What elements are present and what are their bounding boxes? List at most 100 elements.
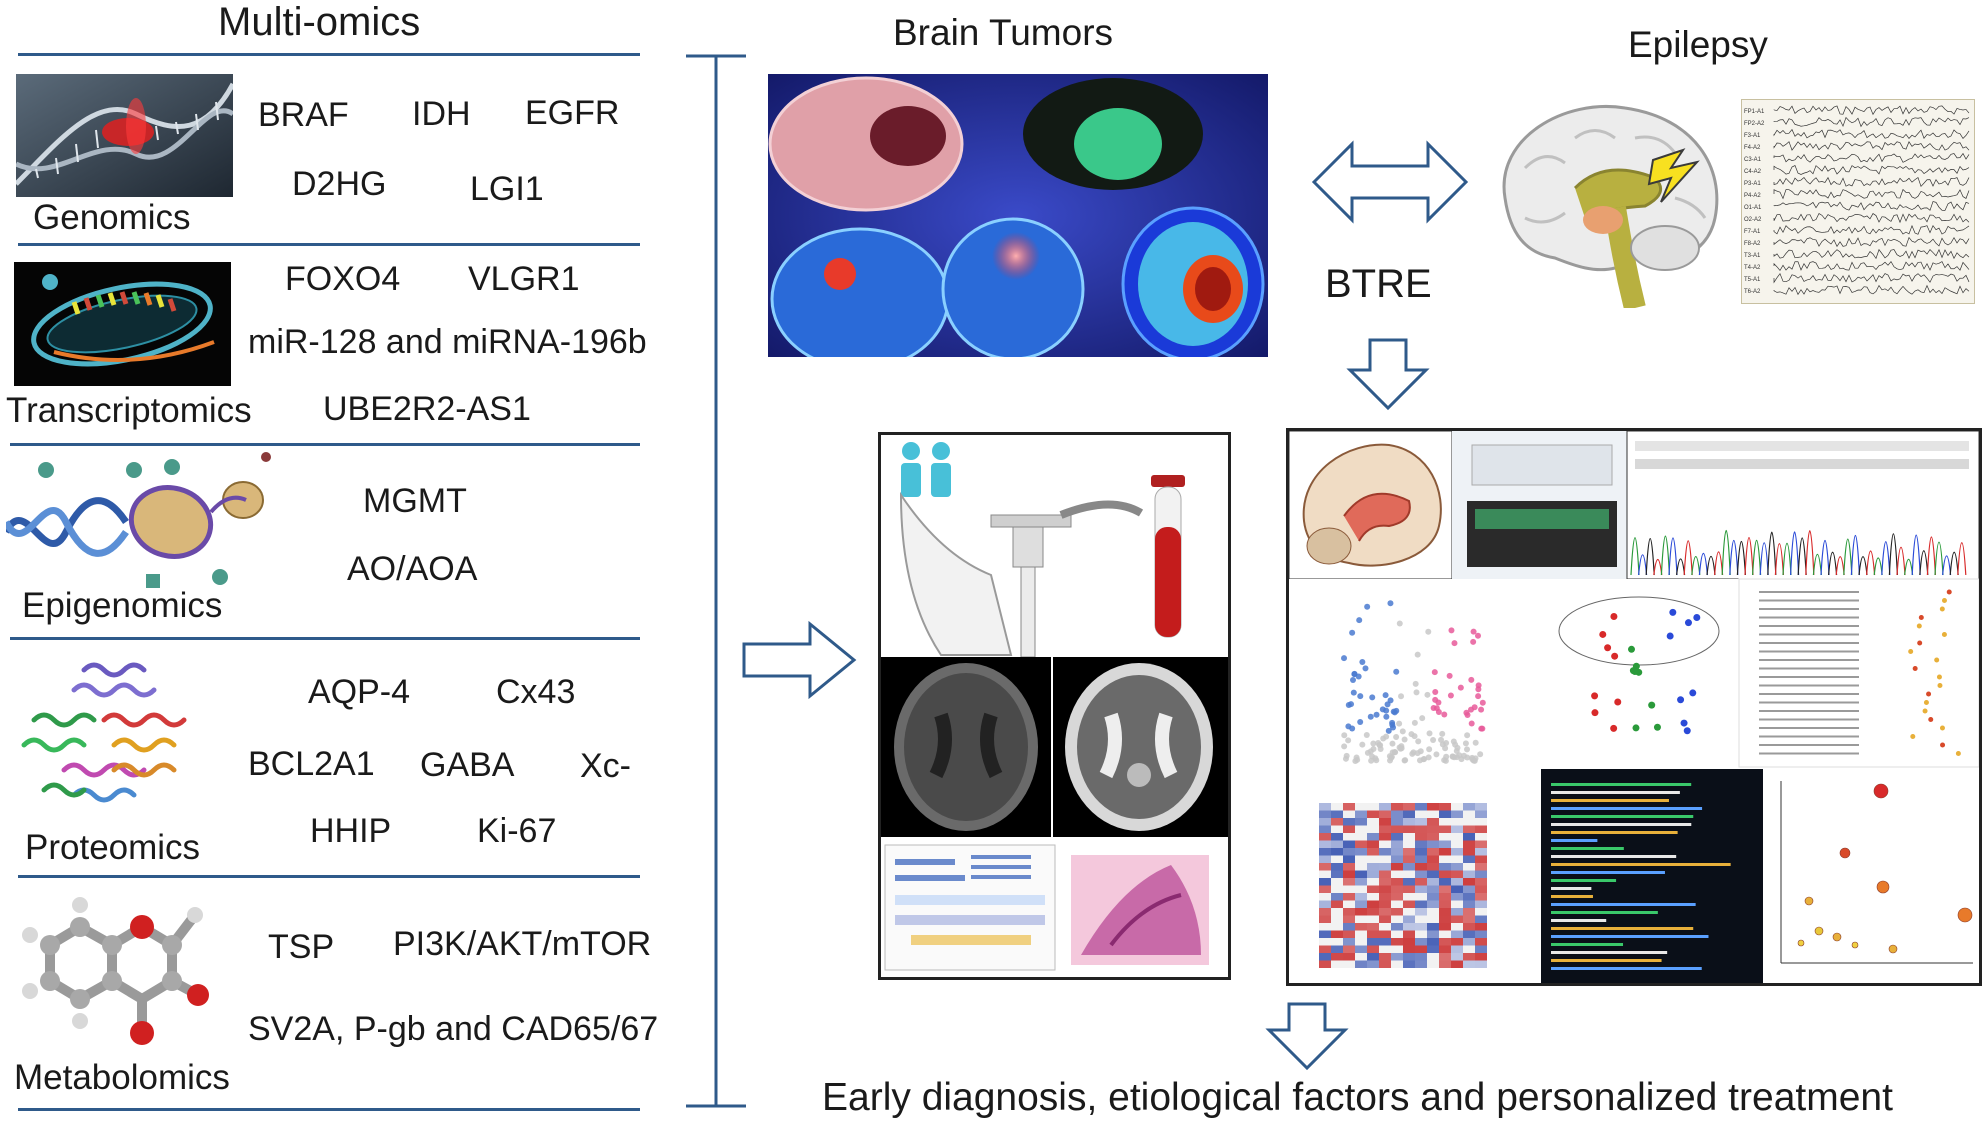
brain-tumors-title: Brain Tumors [893,12,1114,53]
heatmap-cell [1367,848,1379,856]
heatmap-cell [1391,855,1403,863]
heatmap-cell [1403,938,1415,946]
pathway-label [1759,608,1859,610]
heatmap-cell [1355,945,1367,953]
eeg-channel-label: F7-A1 [1744,229,1761,235]
code-line [1551,943,1624,946]
sanger-peak [1782,542,1792,576]
code-line [1551,935,1709,938]
heatmap-cell [1451,908,1463,916]
heatmap-cell [1355,878,1367,886]
heatmap-cell [1331,908,1343,916]
heatmap-cell [1475,930,1487,938]
volcano-point [1383,733,1390,740]
heatmap-cell [1343,840,1355,848]
heatmap-cell [1403,960,1415,968]
pathway-label [1759,650,1859,653]
volcano-point [1433,751,1440,758]
heatmap-cell [1355,863,1367,871]
heatmap-cell [1343,915,1355,923]
volcano-point [1397,745,1404,752]
pathway-point [1941,598,1947,603]
heatmap-cell [1415,908,1427,916]
heatmap-cell [1355,893,1367,901]
pathway-label [1759,710,1859,712]
volcano-point [1467,706,1474,713]
heatmap-cell [1439,818,1451,826]
bubble-point [1804,896,1814,906]
heatmap-cell [1451,878,1463,886]
volcano-point [1472,755,1479,762]
heatmap-cell [1403,810,1415,818]
heatmap-cell [1463,870,1475,878]
molecule-image [20,885,210,1065]
heatmap-cell [1343,863,1355,871]
heatmap-cell [1415,840,1427,848]
bubble-point [1797,939,1805,947]
volcano-point [1396,620,1403,627]
pca-point [1632,724,1640,732]
marker-xc: Xc- [580,747,631,785]
heatmap-cell [1379,810,1391,818]
pathway-point [1926,691,1932,697]
heatmap-cell [1355,908,1367,916]
pathway-label [1759,667,1859,670]
volcano-point [1409,750,1416,757]
pathway-point [1936,674,1942,680]
volcano-point [1349,725,1356,732]
code-line [1551,951,1668,954]
heatmap-cell [1331,930,1343,938]
pca-point [1632,662,1640,670]
marker-mir128: miR-128 and miRNA-196b [248,323,647,361]
heatmap-cell [1403,908,1415,916]
heatmap-cell [1403,945,1415,953]
sanger-peak [1630,537,1640,576]
volcano-point [1364,603,1371,610]
heatmap-cell [1379,915,1391,923]
heatmap-cell [1319,840,1331,848]
code-line [1551,807,1703,810]
heatmap-cell [1343,893,1355,901]
heatmap-cell [1439,938,1451,946]
eeg-channel-label: FP2-A2 [1744,121,1765,127]
heatmap-cell [1343,803,1355,811]
heatmap-cell [1319,818,1331,826]
heatmap-cell [1319,938,1331,946]
heatmap-cell [1415,915,1427,923]
volcano-point [1425,754,1432,761]
heatmap-cell [1319,848,1331,856]
heatmap-cell [1415,878,1427,886]
heatmap-cell [1427,818,1439,826]
code-line [1551,823,1692,826]
heatmap-cell [1451,923,1463,931]
heatmap-cell [1427,915,1439,923]
volcano-point [1479,725,1486,732]
bubble-point [1957,907,1973,923]
bubble-point [1876,880,1890,894]
heatmap-cell [1475,855,1487,863]
heatmap-cell [1463,855,1475,863]
heatmap-cell [1403,953,1415,961]
pathway-label [1759,616,1859,619]
heatmap-cell [1475,818,1487,826]
sanger-peak [1790,531,1800,576]
volcano-point [1402,757,1409,764]
heatmap-cell [1343,945,1355,953]
heatmap-cell [1391,953,1403,961]
sanger-peak [1858,556,1868,576]
code-line [1551,855,1677,858]
pathway-label [1759,718,1859,721]
pathway-point [1955,751,1961,756]
volcano-point [1370,740,1377,747]
heatmap-cell [1439,930,1451,938]
volcano-point [1412,680,1419,687]
code-line [1551,839,1598,842]
heatmap-cell [1367,885,1379,893]
heatmap-cell [1343,953,1355,961]
multi-omics-heading: Multi-omics [218,0,421,44]
heatmap-cell [1319,810,1331,818]
heatmap-cell [1427,803,1439,811]
heatmap-cell [1451,840,1463,848]
pca-point [1591,709,1599,717]
heatmap-cell [1391,945,1403,953]
